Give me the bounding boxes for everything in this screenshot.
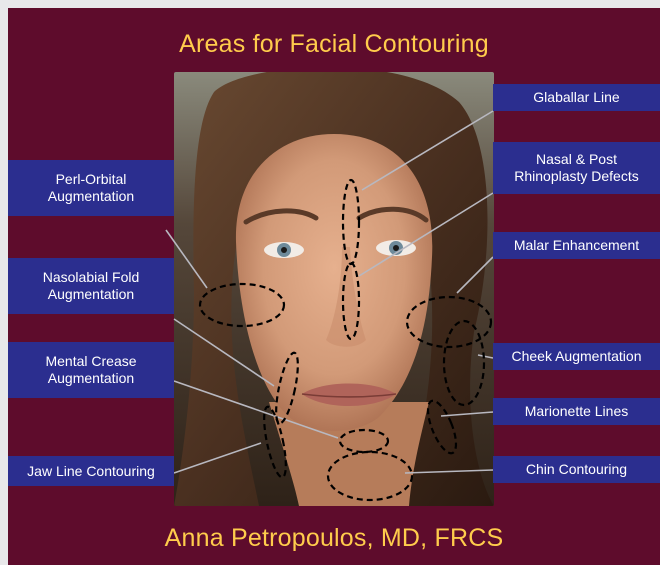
label-mental-crease: Mental Crease Augmentation: [8, 342, 174, 398]
label-cheek-augmentation: Cheek Augmentation: [493, 343, 660, 370]
label-jaw-line: Jaw Line Contouring: [8, 456, 174, 486]
label-malar-enhancement: Malar Enhancement: [493, 232, 660, 259]
label-nasolabial-fold: Nasolabial Fold Augmentation: [8, 258, 174, 314]
presenter-name: Anna Petropoulos, MD, FRCS: [8, 524, 660, 553]
label-nasal-defects: Nasal & Post Rhinoplasty Defects: [493, 142, 660, 194]
slide: Areas for Facial Contouring: [8, 8, 660, 565]
label-marionette-lines: Marionette Lines: [493, 398, 660, 425]
label-perl-orbital: Perl-Orbital Augmentation: [8, 160, 174, 216]
label-chin-contouring: Chin Contouring: [493, 456, 660, 483]
face-photo: [174, 72, 494, 506]
slide-title: Areas for Facial Contouring: [8, 30, 660, 59]
label-glaballar-line: Glaballar Line: [493, 84, 660, 111]
